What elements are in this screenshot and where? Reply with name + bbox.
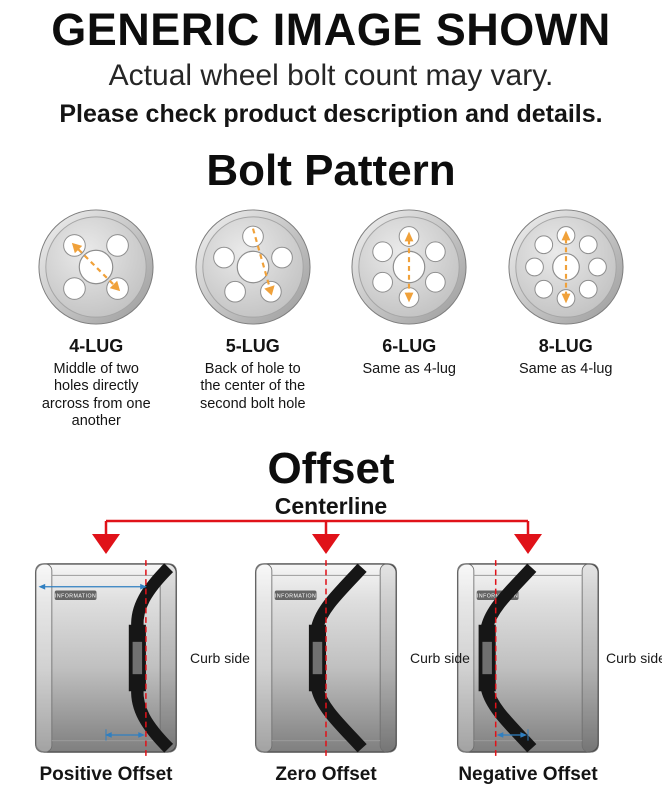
spoke-top [131,563,174,627]
lug-5-measure-line [251,228,275,296]
lug-item-5: 5-LUG Back of hole to the center of the … [175,206,332,431]
wheel-watermark-text: INFORMATION [55,594,96,600]
curb-side-label-3: Curb side [606,650,662,666]
offset-heading: Offset [267,444,395,493]
offset-distance-arrow [105,729,145,741]
watermark-badge [54,590,97,601]
centerline-pointer-left [92,534,120,554]
centerline-pointer-middle [312,534,340,554]
lug-4-diagram [38,209,154,325]
lug-8-label: 8-LUG [538,336,593,356]
positive-offset-label: Positive Offset [39,764,173,785]
lug-6-diagram [351,209,467,325]
spoke-bottom [481,687,537,753]
hub-bore [482,641,492,675]
offset-distance-arrow [496,729,529,741]
lug-5-diagram [195,209,311,325]
lug-6-measure-line [404,231,414,303]
wheel-negative-offset-diagram: INFORMATION [456,560,600,756]
curb-side-label-2: Curb side [410,650,470,666]
spoke-top [311,563,367,629]
backspacing-arrow [38,583,147,590]
lug-4-description: Middle of two holes directly arcross fro… [41,361,151,430]
lug-5-label: 5-LUG [225,336,280,356]
bolt-pattern-heading: Bolt Pattern [206,146,456,195]
spoke-bottom [311,687,367,753]
wheel-watermark-text: INFORMATION [275,594,316,600]
lug-item-4: 4-LUG Middle of two holes directly arcro… [18,206,175,431]
page-note: Please check product description and det… [59,100,603,128]
lug-6-label: 6-LUG [382,336,437,356]
lug-8-description: Same as 4-lug [519,361,613,377]
centerline-graphic [92,519,542,554]
lug-pattern-row: 4-LUG Middle of two holes directly arcro… [18,206,644,431]
curb-side-label-1: Curb side [190,650,250,666]
lug-item-8: 8-LUG Same as 4-lug [488,206,645,431]
wheel-zero-offset-diagram: INFORMATION [254,560,398,756]
spoke-top [481,563,537,629]
watermark-badge [274,590,317,601]
lug-4-measure-line [72,242,121,292]
page-title: GENERIC IMAGE SHOWN [51,4,611,55]
centerline-pointer-right [514,534,542,554]
lug-5-description: Back of hole to the center of the second… [199,361,306,412]
lug-4-label: 4-LUG [69,336,124,356]
wheel-positive-offset-diagram: INFORMATION [34,560,178,756]
hub-bore [312,641,323,675]
lug-6-description: Same as 4-lug [362,361,457,377]
lug-8-diagram [508,209,624,325]
spoke-bottom [131,689,174,753]
hub-bore [132,641,143,675]
page-subtitle: Actual wheel bolt count may vary. [108,59,554,92]
zero-offset-label: Zero Offset [275,764,377,785]
negative-offset-label: Negative Offset [458,764,598,785]
lug-item-6: 6-LUG Same as 4-lug [331,206,488,431]
lug-8-measure-line [561,230,571,304]
centerline-label: Centerline [274,493,388,519]
